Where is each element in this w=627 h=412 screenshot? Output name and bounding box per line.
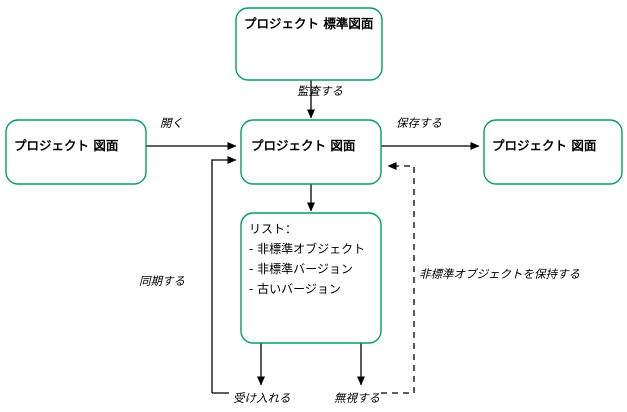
list-item-nonstandard-object: - 非標準オブジェクト xyxy=(249,241,365,256)
node-result-list[interactable]: リスト： - 非標準オブジェクト - 非標準バージョン - 古いバージョン xyxy=(240,212,382,344)
list-heading: リスト： xyxy=(249,222,297,236)
edge-keep-nonstandard-objects xyxy=(381,162,415,394)
edge-label-accept: 受け入れる xyxy=(233,391,291,405)
node-project-drawing-source[interactable]: プロジェクト 図面 xyxy=(5,119,147,185)
edge-label-keep-nonstandard-objects: 非標準オブジェクトを保持する xyxy=(419,267,580,281)
node-project-standard-drawing[interactable]: プロジェクト 標準図面 xyxy=(235,7,383,81)
node-project-drawing-active[interactable]: プロジェクト 図面 xyxy=(240,119,382,185)
node-box-result-list[interactable] xyxy=(240,212,382,344)
edge-label-save: 保存する xyxy=(396,116,442,130)
edge-label-sync: 同期する xyxy=(139,274,185,288)
node-label-drawing-source: プロジェクト 図面 xyxy=(14,138,119,153)
node-project-drawing-target[interactable]: プロジェクト 図面 xyxy=(483,119,623,185)
node-box-standard-drawing[interactable] xyxy=(235,7,383,81)
edge-label-audit: 監査する xyxy=(297,84,343,98)
node-box-drawing-active[interactable] xyxy=(240,119,382,185)
edge-label-ignore: 無視する xyxy=(334,391,380,405)
node-label-standard-drawing: プロジェクト 標準図面 xyxy=(244,16,374,31)
list-item-nonstandard-version: - 非標準バージョン xyxy=(249,261,353,276)
node-label-drawing-active: プロジェクト 図面 xyxy=(251,138,356,153)
node-box-drawing-source[interactable] xyxy=(5,119,147,185)
node-box-drawing-target[interactable] xyxy=(483,119,623,185)
edge-label-open: 開く xyxy=(160,116,183,130)
edge-sync xyxy=(211,156,237,393)
node-label-drawing-target: プロジェクト 図面 xyxy=(492,138,597,153)
list-item-old-version: - 古いバージョン xyxy=(249,281,341,296)
